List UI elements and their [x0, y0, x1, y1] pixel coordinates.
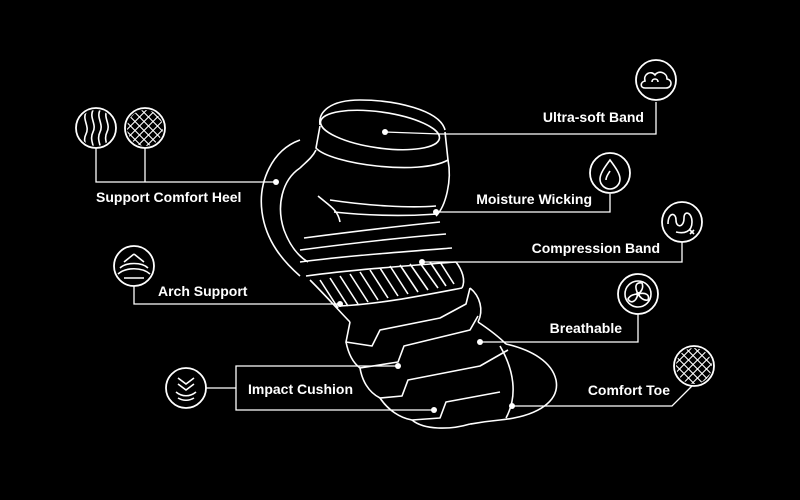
label-moisture-wicking: Moisture Wicking [476, 191, 592, 207]
droplet-icon [589, 152, 631, 194]
wave-lines-icon [75, 107, 117, 149]
mesh-icon [673, 345, 715, 387]
sock-illustration [260, 99, 558, 429]
label-arch-support: Arch Support [158, 283, 248, 299]
label-compression-band: Compression Band [532, 240, 660, 256]
spiral-icon [661, 201, 703, 243]
label-impact-cushion: Impact Cushion [248, 381, 353, 397]
label-breathable: Breathable [550, 320, 623, 336]
label-ultra-soft-band: Ultra-soft Band [543, 109, 644, 125]
cloud-icon [635, 59, 677, 101]
arch-icon [113, 245, 155, 287]
label-support-comfort-heel: Support Comfort Heel [96, 189, 241, 205]
leader-lines [95, 102, 695, 413]
cushion-waves-icon [165, 367, 207, 409]
fan-icon [617, 273, 659, 315]
ribbing [319, 261, 455, 309]
mesh-icon [124, 107, 166, 149]
label-comfort-toe: Comfort Toe [588, 382, 670, 398]
